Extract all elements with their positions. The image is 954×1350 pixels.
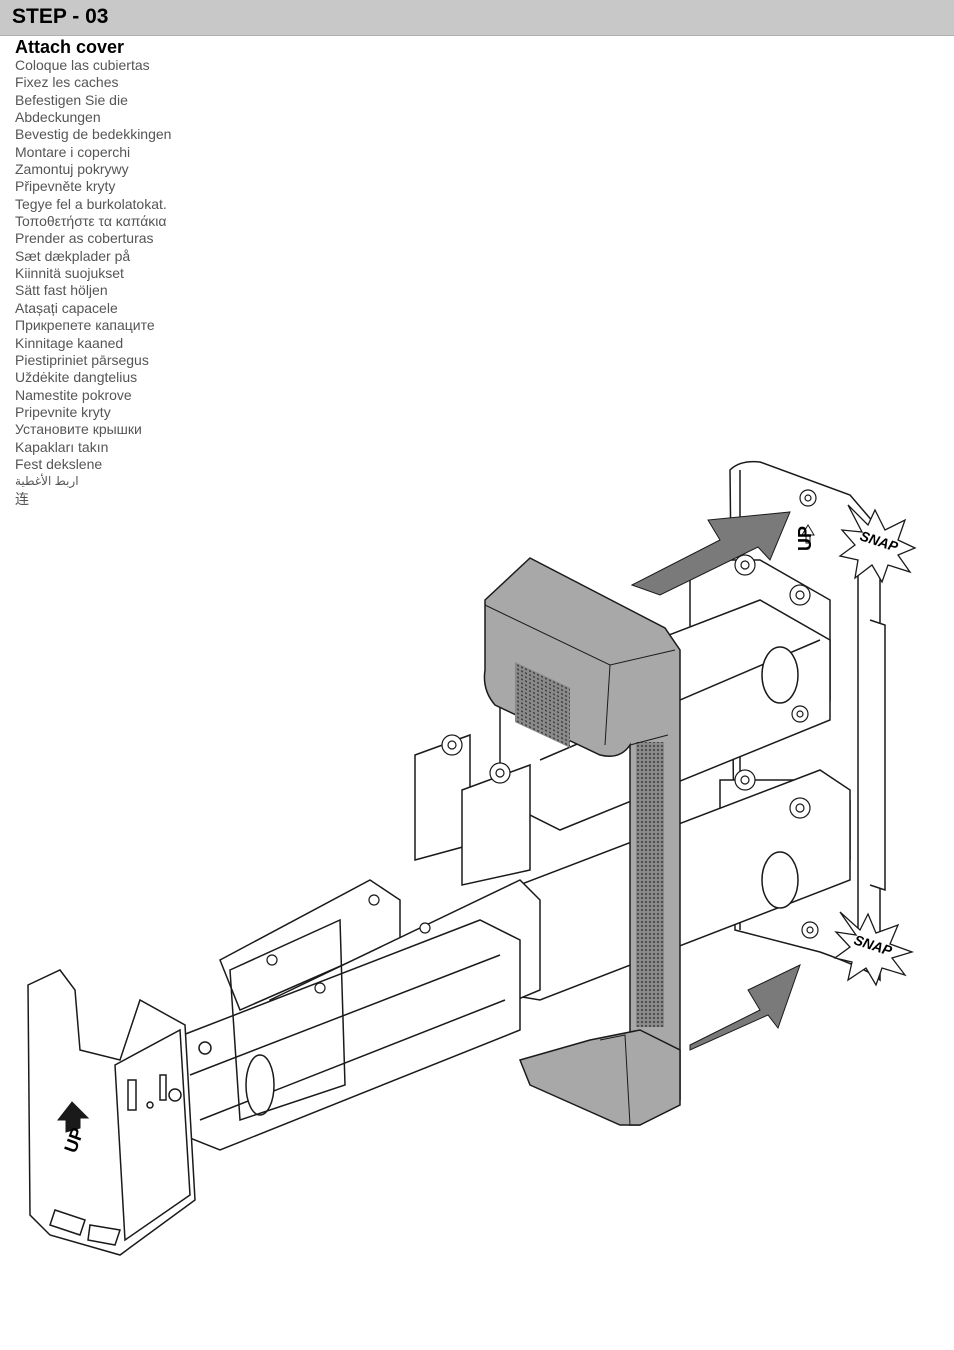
arrow-icon xyxy=(630,511,801,1051)
bottom-cover xyxy=(518,1029,681,1126)
translation-item: Установите крышки xyxy=(15,421,142,438)
snap-burst-upper: SNAP xyxy=(838,504,917,584)
translation-item: Montare i coperchi xyxy=(15,143,131,160)
up-arrow-icon xyxy=(56,1101,90,1133)
translation-item: Pripevnite kryty xyxy=(15,403,111,420)
translation-item: Připevněte kryty xyxy=(15,178,116,195)
translation-list: Coloque las cubiertas Fixez les caches B… xyxy=(15,57,171,508)
translation-item: Kiinnitä suojukset xyxy=(15,265,124,282)
instruction-title: Attach cover xyxy=(15,37,125,57)
translation-item: Coloque las cubiertas xyxy=(15,57,150,73)
lower-arm xyxy=(169,918,521,1151)
step-header-bar: STEP - 03 xyxy=(0,0,954,36)
lower-push-arrow-icon xyxy=(689,964,801,1051)
translation-item: Zamontuj pokrywy xyxy=(15,161,129,178)
translation-item: Namestite pokrove xyxy=(15,386,132,403)
up-label: UP xyxy=(795,526,815,551)
translation-item: Sätt fast höljen xyxy=(15,282,108,299)
translation-item: Prender as coberturas xyxy=(15,230,154,247)
step-label: STEP - 03 xyxy=(12,5,109,28)
translation-item: 连 xyxy=(15,490,29,507)
translation-item: Tegye fel a burkolatokat. xyxy=(15,195,167,212)
screws xyxy=(266,489,819,994)
instruction-text-block: Attach cover Coloque las cubiertas Fixez… xyxy=(15,37,171,508)
tv-plate xyxy=(27,969,212,1256)
translation-item: Kinnitage kaaned xyxy=(15,334,124,351)
translation-item: Τοποθετήστε τα καπάκια xyxy=(15,213,167,230)
snap-burst-lower: SNAP xyxy=(833,911,915,987)
translation-item: Прикрепете капаците xyxy=(15,317,155,334)
translation-item: Kapakları takın xyxy=(15,438,109,455)
translation-item: Uždėkite dangtelius xyxy=(15,369,138,386)
upper-push-arrow-icon xyxy=(630,511,791,596)
translation-item: Piestipriniet pārsegus xyxy=(15,351,149,368)
translation-item: Fest dekslene xyxy=(15,455,103,472)
translation-item: Bevestig de bedekkingen xyxy=(15,126,172,143)
up-marking-wall: UP xyxy=(795,524,815,551)
translation-item: Abdeckungen xyxy=(15,109,101,126)
translation-item: Befestigen Sie die xyxy=(15,91,128,108)
translation-item: Atașați capacele xyxy=(15,299,118,316)
translation-item: Fixez les caches xyxy=(15,74,119,91)
translation-item: اربط الأغطية xyxy=(15,474,79,489)
translation-item: Sæt dækplader på xyxy=(15,247,131,264)
